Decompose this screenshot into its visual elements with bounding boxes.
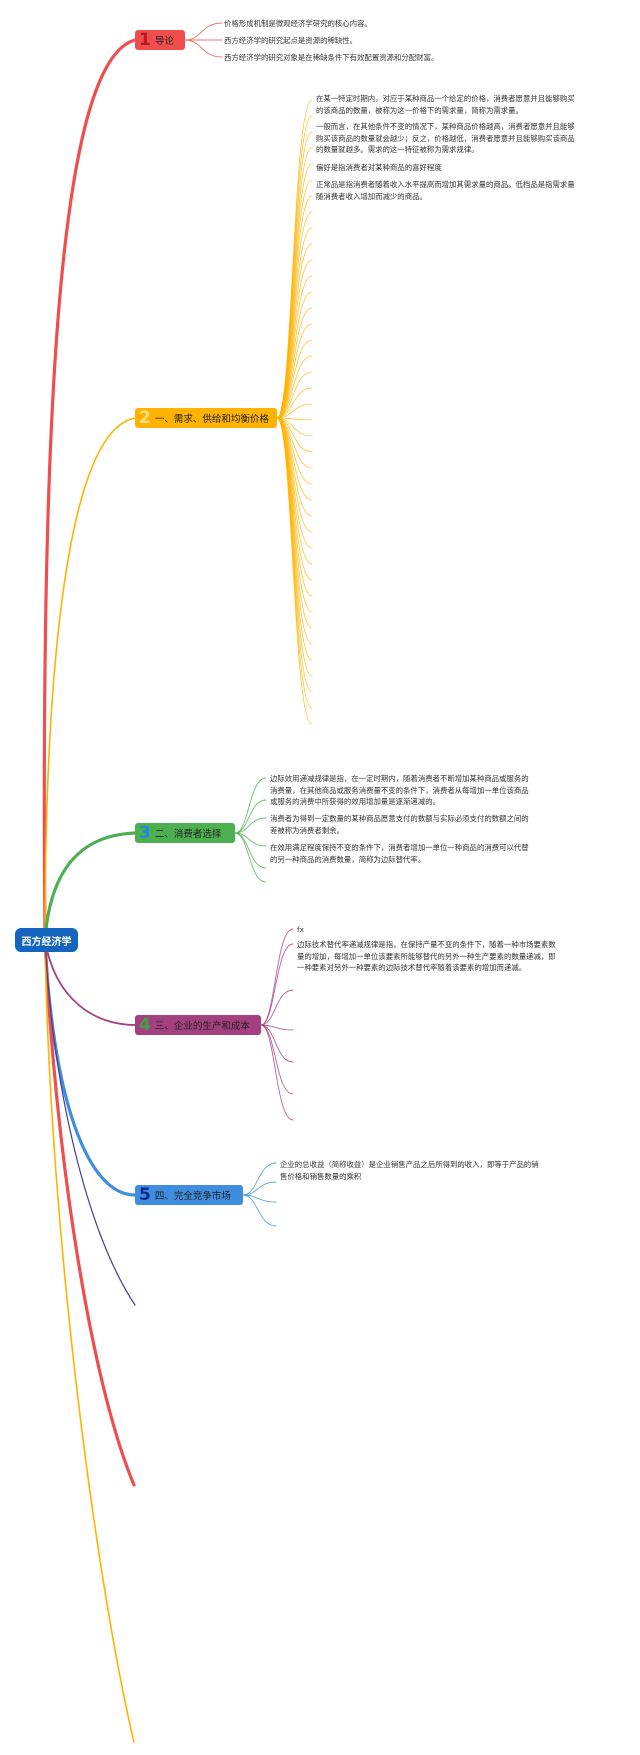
- leaf-connector: [260, 1024, 294, 1031]
- leaf-connector: [276, 417, 313, 725]
- leaf-note[interactable]: fx: [297, 925, 304, 934]
- root-node[interactable]: 西方经济学: [15, 928, 78, 952]
- branch-number-badge: 1: [139, 30, 151, 50]
- leaf-note[interactable]: 边际技术替代率递减规律是指，在保持产量不变的条件下，随着一种市场要素数 量的增加…: [297, 940, 556, 972]
- leaf-connector: [234, 832, 267, 869]
- branch-connector: [42, 38, 137, 942]
- trailing-connector: [44, 939, 135, 1743]
- leaf-connector: [276, 275, 313, 419]
- leaf-connector: [276, 403, 313, 419]
- leaf-note[interactable]: 在某一特定时期内，对应于某种商品一个给定的价格，消费者愿意并且能够购买 的该商品…: [316, 94, 575, 115]
- branch-label: 四、完全竞争市场: [154, 1191, 231, 1202]
- leaf-note[interactable]: 企业的总收益（简称收益）是企业销售产品之后所得到的收入，即等于产品的销 售价格和…: [280, 1160, 539, 1181]
- leaf-connector: [276, 291, 313, 419]
- branch-number-badge: 2: [139, 408, 151, 428]
- leaf-connector: [260, 989, 294, 1026]
- leaf-note[interactable]: 消费者为得到一定数量的某种商品愿意支付的数额与实际必须支付的数额之间的 差被称为…: [270, 814, 529, 835]
- leaf-connector: [184, 22, 223, 41]
- leaf-note[interactable]: 西方经济学的研究起点是资源的稀缺性。: [224, 36, 358, 45]
- leaf-connector: [234, 799, 267, 834]
- leaf-connector: [276, 307, 313, 419]
- leaf-connector: [276, 371, 313, 419]
- leaf-note[interactable]: 偏好是指消费者对某种商品的喜好程度: [316, 163, 442, 172]
- leaf-connector: [242, 1162, 277, 1196]
- branch-number-badge: 4: [139, 1015, 151, 1035]
- leaf-connector: [260, 1024, 294, 1063]
- leaf-connector: [276, 387, 313, 419]
- leaf-connector: [260, 943, 294, 1026]
- branch-label: 二、消费者选择: [154, 829, 222, 840]
- branch-number-badge: 5: [139, 1185, 151, 1205]
- leaf-note[interactable]: 正常品是指消费者随着收入水平提高而增加其需求量的商品。低档品是指需求量 随消费者…: [316, 180, 575, 201]
- branch-node-production-cost[interactable]: 4 三、企业的生产和成本: [135, 1015, 261, 1035]
- branch-number-badge: 3: [139, 823, 151, 843]
- branch-connector: [43, 831, 137, 942]
- leaf-connector: [276, 259, 313, 419]
- leaf-note[interactable]: 边际效用递减规律是指，在一定时期内，随着消费者不断增加某种商品或服务的 消费量，…: [270, 774, 529, 806]
- leaf-connector: [276, 323, 313, 419]
- leaf-note[interactable]: 一般而言，在其他条件不变的情况下，某种商品价格越高，消费者愿意并且能够 购买该商…: [316, 122, 575, 154]
- leaf-connector: [260, 1024, 294, 1095]
- root-label: 西方经济学: [21, 936, 72, 948]
- leaf-note[interactable]: 在效用满足程度保持不变的条件下，消费者增加一单位一种商品的消费可以代替 的另一种…: [270, 843, 529, 864]
- trailing-connector: [43, 938, 136, 1487]
- branch-label: 三、企业的生产和成本: [154, 1021, 250, 1032]
- leaf-connector: [242, 1194, 277, 1227]
- leaf-connector: [260, 1024, 294, 1121]
- leaf-connector: [234, 817, 267, 834]
- branch-connector: [44, 939, 136, 1026]
- leaf-connector: [234, 777, 267, 834]
- leaf-connector: [260, 928, 294, 1026]
- branch-node-intro[interactable]: 1 导论: [135, 30, 185, 50]
- branch-label: 一、需求、供给和均衡价格: [154, 414, 269, 425]
- trailing-connector: [44, 939, 136, 1306]
- branch-node-demand-supply[interactable]: 2 一、需求、供给和均衡价格: [135, 408, 277, 428]
- leaf-connector: [276, 339, 313, 419]
- leaf-connector: [234, 832, 267, 883]
- leaf-note[interactable]: 价格形成机制是微观经济学研究的核心内容。: [224, 19, 372, 28]
- leaf-connector: [184, 39, 223, 58]
- branch-connector: [44, 417, 136, 941]
- leaf-note[interactable]: 西方经济学的研究对象是在稀缺条件下有效配置资源和分配财富。: [224, 53, 439, 62]
- branch-label: 导论: [154, 36, 174, 47]
- branch-node-perfect-competition[interactable]: 5 四、完全竞争市场: [135, 1185, 243, 1205]
- leaf-connector: [242, 1181, 277, 1196]
- branch-node-consumer-choice[interactable]: 3 二、消费者选择: [135, 823, 235, 843]
